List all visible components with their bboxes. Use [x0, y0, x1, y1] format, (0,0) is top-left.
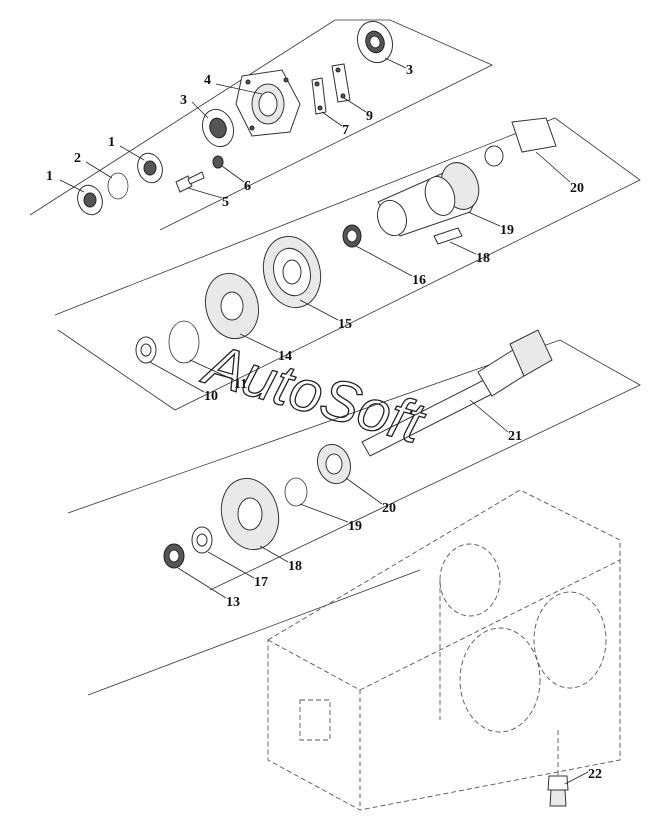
part-cover-4	[235, 69, 301, 137]
callout-7: 7	[342, 123, 349, 138]
callout-12: 15	[338, 317, 352, 332]
callout-16: 20	[570, 181, 584, 196]
part-shaft-21	[361, 329, 553, 457]
callout-5: 5	[222, 195, 229, 210]
part-drain-plug-22	[547, 730, 569, 807]
part-snap-ring-19	[284, 477, 308, 507]
callout-18: 18	[288, 559, 302, 574]
callout-1: 1	[46, 169, 53, 184]
callout-2: 2	[74, 151, 81, 166]
callout-1-mid: 1	[108, 135, 115, 150]
callout-labels: 3 4 9 7 3 1 2 1 5 6 20 19 18 16 15 14 11…	[46, 63, 602, 782]
callout-22: 22	[588, 767, 602, 782]
part-bearing-3-top	[356, 20, 394, 64]
callout-20: 20	[382, 501, 396, 516]
callout-6: 6	[244, 179, 251, 194]
callout-4: 4	[204, 73, 211, 88]
callout-3: 3	[180, 93, 187, 108]
part-gear-11	[204, 272, 260, 340]
callout-13-lower: 13	[226, 595, 240, 610]
part-gear-12	[262, 235, 322, 309]
part-bearing-3	[201, 108, 235, 148]
part-bearing-20	[316, 443, 352, 485]
callout-9: 10	[204, 389, 218, 404]
part-needle-bearing-13	[342, 224, 362, 248]
leader-lines	[59, 57, 589, 785]
callout-15: 19	[500, 223, 514, 238]
part-key-14	[433, 227, 463, 245]
part-washer-9	[135, 336, 157, 364]
assembly-planes	[29, 19, 641, 696]
part-gear-18	[220, 477, 280, 551]
part-plate-7	[311, 77, 327, 115]
callout-19: 19	[348, 519, 362, 534]
callout-14: 18	[476, 251, 490, 266]
callout-8: 9	[366, 109, 373, 124]
part-nut-6	[212, 155, 224, 169]
callout-3-top: 3	[406, 63, 413, 78]
part-plate-8	[331, 63, 351, 103]
watermark-text: AutoSoft	[196, 331, 433, 456]
callout-10: 11	[234, 377, 247, 392]
callout-17: 17	[254, 575, 268, 590]
part-washer-2	[107, 172, 129, 200]
part-cluster-gear-15	[376, 162, 480, 237]
callout-11: 14	[278, 349, 292, 364]
part-ring-10	[168, 320, 200, 364]
part-sleeve-16	[484, 117, 557, 167]
callout-21: 21	[508, 429, 522, 444]
part-needle-bearing-13-lower	[163, 543, 185, 569]
part-nut-1-mid	[137, 152, 163, 184]
callout-13-upper: 16	[412, 273, 426, 288]
part-nut-1	[77, 184, 103, 216]
part-housing	[267, 489, 621, 811]
part-washer-17	[191, 526, 213, 554]
